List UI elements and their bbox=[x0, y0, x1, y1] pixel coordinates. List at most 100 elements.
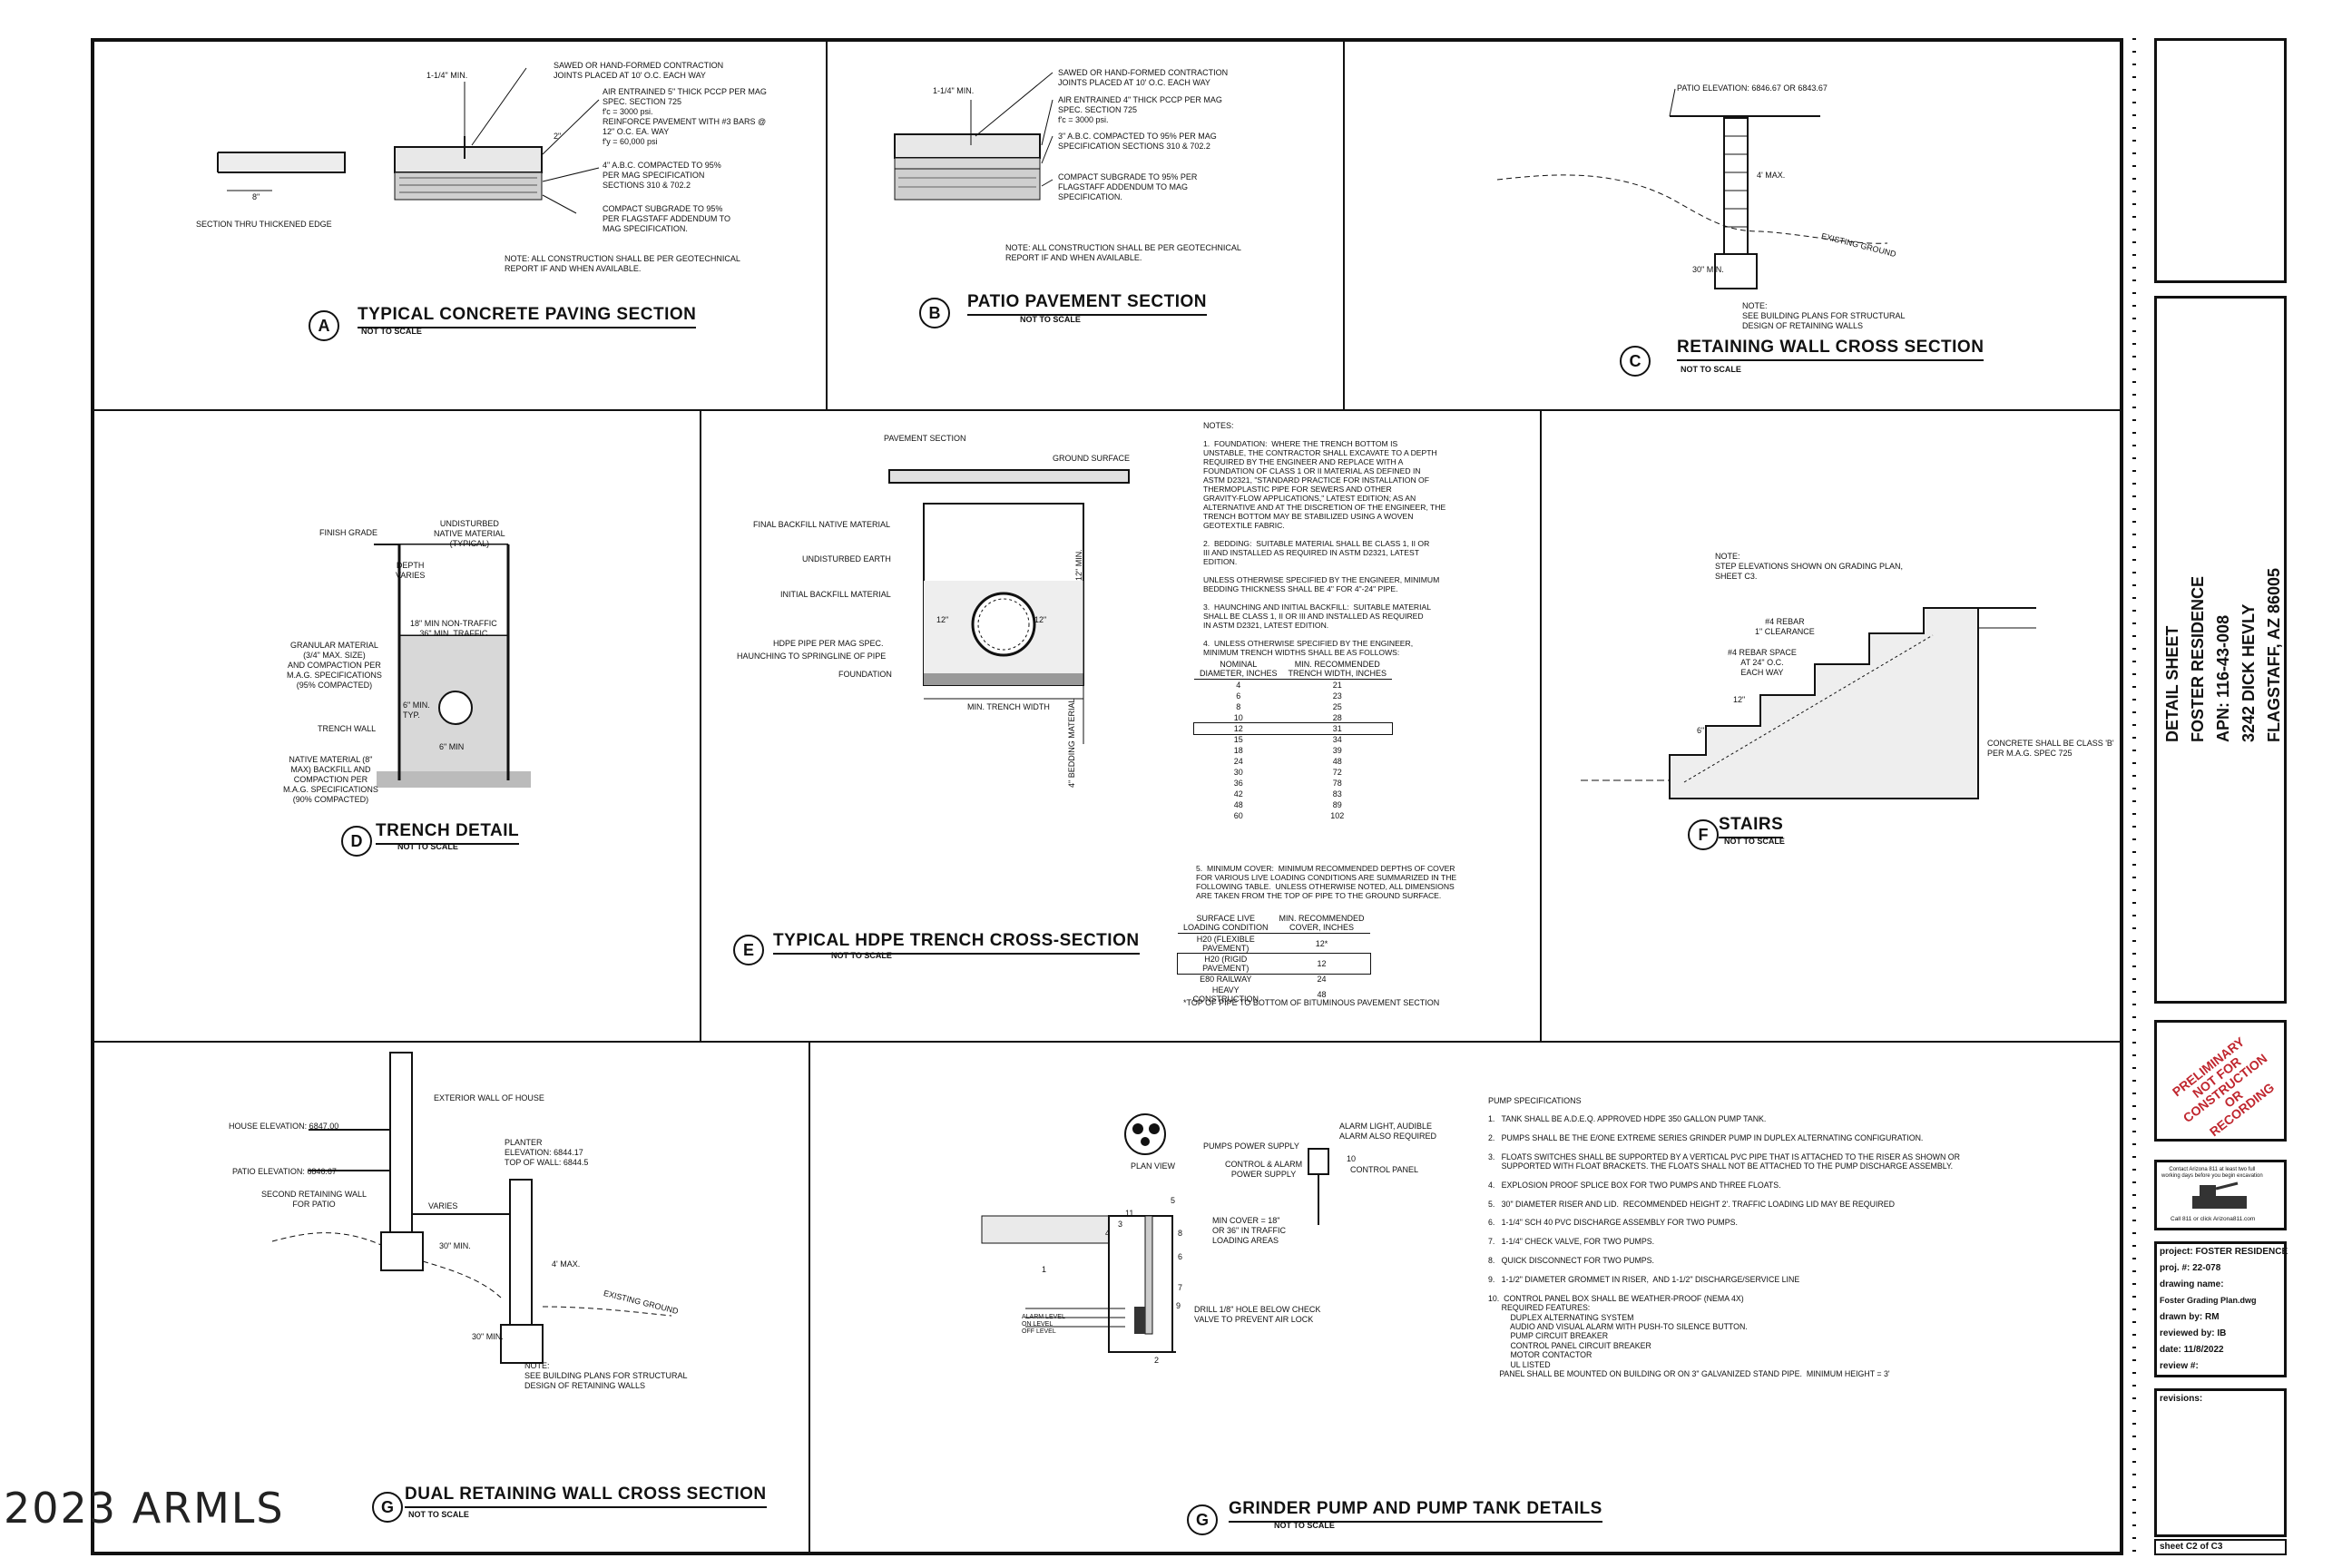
call811-bottom: Call 811 or click Arizona811.com bbox=[2171, 1216, 2256, 1222]
dim-max: 4' MAX. bbox=[1757, 171, 1786, 180]
table-cell: 12 bbox=[1317, 959, 1327, 968]
notes-title: NOTES: bbox=[1203, 421, 1234, 430]
dim-30b: 30" MIN. bbox=[472, 1332, 504, 1341]
table-cell: 34 bbox=[1332, 735, 1342, 744]
project-name: FOSTER RESIDENCE bbox=[2189, 575, 2207, 742]
label-initial: INITIAL BACKFILL MATERIAL bbox=[780, 590, 891, 599]
project-row: project: FOSTER RESIDENCE bbox=[2160, 1247, 2288, 1257]
drawn-by-row: drawn by: RM bbox=[2160, 1312, 2220, 1322]
label-hdpe: HDPE PIPE PER MAG SPEC. bbox=[773, 639, 884, 648]
title-block-border bbox=[2132, 38, 2136, 1555]
scale-note: NOT TO SCALE bbox=[1724, 837, 1785, 846]
scale-note: NOT TO SCALE bbox=[361, 327, 422, 336]
hdpe-trench-drawing bbox=[888, 469, 1130, 744]
revisions-box bbox=[2154, 1388, 2287, 1537]
dim-12b: 12" bbox=[1034, 615, 1047, 624]
label-backfill: NATIVE MATERIAL (8" MAX) BACKFILL AND CO… bbox=[283, 755, 378, 804]
callout-4: 4 bbox=[1105, 1229, 1111, 1238]
callout-11: 11 bbox=[1125, 1209, 1134, 1218]
table-cell: 4 bbox=[1236, 681, 1241, 690]
table-cell: 6 bbox=[1236, 691, 1241, 701]
detail-title: GRINDER PUMP AND PUMP TANK DETAILS bbox=[1229, 1499, 1602, 1523]
label-drill: DRILL 1/8" HOLE BELOW CHECK VALVE TO PRE… bbox=[1194, 1305, 1321, 1324]
detail-bubble: D bbox=[341, 826, 372, 857]
label-pccp: AIR ENTRAINED 4" THICK PCCP PER MAG SPEC… bbox=[1058, 95, 1222, 124]
address: 3242 DICK HEVLY bbox=[2239, 603, 2258, 742]
label-granular: GRANULAR MATERIAL (3/4" MAX. SIZE) AND C… bbox=[287, 641, 382, 690]
callout-5: 5 bbox=[1171, 1196, 1176, 1205]
callout-2: 2 bbox=[1154, 1356, 1160, 1365]
table-cell: 31 bbox=[1332, 724, 1342, 733]
sheet-name: DETAIL SHEET bbox=[2163, 625, 2181, 742]
notes-5: 5. MINIMUM COVER: MINIMUM RECOMMENDED DE… bbox=[1196, 864, 1457, 900]
label-depth: DEPTH VARIES bbox=[396, 561, 426, 580]
title-block-top-box bbox=[2154, 38, 2287, 283]
grinder-pump-drawing bbox=[981, 1113, 1329, 1353]
callout-1: 1 bbox=[1042, 1265, 1047, 1274]
detail-bubble: F bbox=[1688, 819, 1719, 850]
label-10: 10 bbox=[1347, 1154, 1357, 1163]
dim-8: 8" bbox=[252, 192, 260, 201]
dim-6: 6" bbox=[1697, 726, 1705, 735]
detail-title: TYPICAL HDPE TRENCH CROSS-SECTION bbox=[773, 931, 1140, 955]
label-final: FINAL BACKFILL NATIVE MATERIAL bbox=[753, 520, 891, 529]
divider bbox=[826, 40, 828, 410]
dim-max: 4' MAX. bbox=[552, 1259, 581, 1269]
dim-30: 30" MIN. bbox=[1692, 265, 1724, 274]
label-alarm: ALARM LIGHT, AUDIBLE ALARM ALSO REQUIRED bbox=[1339, 1122, 1437, 1141]
drawing-name-label: drawing name: bbox=[2160, 1279, 2224, 1289]
scale-note: NOT TO SCALE bbox=[1020, 315, 1081, 324]
detail-title: DUAL RETAINING WALL CROSS SECTION bbox=[405, 1485, 767, 1508]
reviewed-by-row: reviewed by: IB bbox=[2160, 1328, 2227, 1338]
divider bbox=[93, 1041, 2122, 1043]
dim-30a: 30" MIN. bbox=[439, 1241, 471, 1250]
dim-min: 1-1/4" MIN. bbox=[933, 86, 975, 95]
label-abc: 4" A.B.C. COMPACTED TO 95% PER MAG SPECI… bbox=[603, 161, 721, 190]
divider bbox=[1540, 410, 1542, 1042]
project-info-box bbox=[2154, 296, 2287, 1004]
scale-note: NOT TO SCALE bbox=[397, 842, 458, 851]
label-exterior: EXTERIOR WALL OF HOUSE bbox=[434, 1093, 544, 1102]
label-traffic: 18" MIN NON-TRAFFIC 36" MIN. TRAFFIC bbox=[410, 619, 497, 638]
table-cell: 48 bbox=[1233, 800, 1243, 809]
label-width: MIN. TRENCH WIDTH bbox=[967, 702, 1050, 711]
stairs-drawing bbox=[1581, 607, 2036, 799]
label-finish-grade: FINISH GRADE bbox=[319, 528, 378, 537]
mls-watermark: 2023 ARMLS bbox=[4, 1484, 285, 1533]
label-planter: PLANTER ELEVATION: 6844.17 TOP OF WALL: … bbox=[505, 1138, 589, 1167]
label-subgrade: COMPACT SUBGRADE TO 95% PER FLAGSTAFF AD… bbox=[603, 204, 731, 233]
label-native: UNDISTURBED NATIVE MATERIAL (TYPICAL) bbox=[434, 519, 505, 548]
label-concrete: CONCRETE SHALL BE CLASS 'B' PER M.A.G. S… bbox=[1987, 739, 2114, 758]
table-cell: 25 bbox=[1332, 702, 1342, 711]
date-row: date: 11/8/2022 bbox=[2160, 1345, 2224, 1355]
detail-title: RETAINING WALL CROSS SECTION bbox=[1677, 338, 1984, 361]
label-pavement: PAVEMENT SECTION bbox=[884, 434, 966, 443]
notes: 1. FOUNDATION: WHERE THE TRENCH BOTTOM I… bbox=[1203, 439, 1446, 657]
dim-min: 1-1/4" MIN. bbox=[426, 71, 468, 80]
table-cell: 24 bbox=[1233, 757, 1243, 766]
label-joints: SAWED OR HAND-FORMED CONTRACTION JOINTS … bbox=[1058, 68, 1229, 87]
callout-3: 3 bbox=[1118, 1220, 1123, 1229]
label-ground: GROUND SURFACE bbox=[1053, 454, 1131, 463]
table-cell: 23 bbox=[1332, 691, 1342, 701]
city: FLAGSTAFF, AZ 86005 bbox=[2265, 567, 2283, 742]
spec-title: PUMP SPECIFICATIONS bbox=[1488, 1096, 1582, 1105]
table-cell: 42 bbox=[1233, 789, 1243, 799]
scale-note: NOT TO SCALE bbox=[831, 951, 892, 960]
callout-6: 6 bbox=[1178, 1252, 1183, 1261]
scale-note: NOT TO SCALE bbox=[408, 1510, 469, 1519]
label-levels: ALARM LEVEL ON LEVEL OFF LEVEL bbox=[1022, 1314, 1065, 1335]
label-rebar: #4 REBAR 1" CLEARANCE bbox=[1755, 617, 1815, 636]
label-patio: PATIO ELEVATION: 6846.67 OR 6843.67 bbox=[1677, 83, 1828, 93]
table-header: MIN. RECOMMENDED TRENCH WIDTH, INCHES bbox=[1282, 659, 1393, 680]
note: NOTE: STEP ELEVATIONS SHOWN ON GRADING P… bbox=[1715, 552, 1904, 581]
scale-note: NOT TO SCALE bbox=[1274, 1521, 1335, 1530]
label-control-supply: CONTROL & ALARM POWER SUPPLY bbox=[1225, 1160, 1303, 1179]
detail-title: PATIO PAVEMENT SECTION bbox=[967, 292, 1207, 316]
table-cell: 30 bbox=[1233, 768, 1243, 777]
label-thickened-edge: SECTION THRU THICKENED EDGE bbox=[196, 220, 332, 229]
proj-no-row: proj. #: 22-078 bbox=[2160, 1263, 2221, 1273]
label-control-panel: CONTROL PANEL bbox=[1350, 1165, 1419, 1174]
sheet-number-box bbox=[2154, 1539, 2287, 1555]
table-cell: H20 (FLEXIBLE PAVEMENT) bbox=[1196, 935, 1255, 953]
